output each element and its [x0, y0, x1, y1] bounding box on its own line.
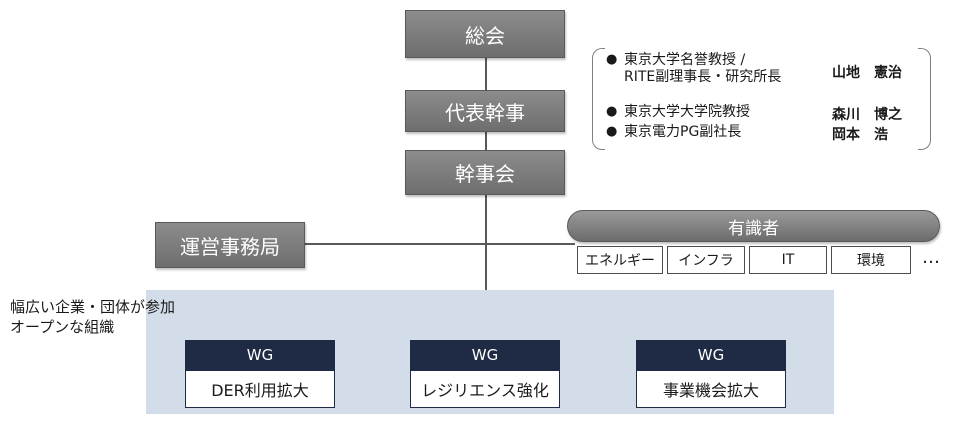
experts-more-ellipsis: … [922, 247, 940, 268]
member-3-role: 東京電力PG副社長 [624, 124, 742, 140]
member-2-role: 東京大学大学院教授 [624, 104, 750, 120]
member-1-name: 山地 憲治 [832, 65, 902, 81]
member-3-bullet: ● [606, 124, 618, 139]
secretariat-box: 運営事務局 [155, 222, 305, 268]
members-left-brace [592, 48, 605, 150]
participation-note: 幅広い企業・団体が参加 オープンな組織 [10, 298, 176, 336]
member-2-name: 森川 博之 [832, 107, 902, 123]
working-group-1: WG DER利用拡大 [185, 340, 335, 408]
member-2: ● 東京大学大学院教授 森川 博之 [606, 104, 916, 124]
general-meeting-box: 総会 [405, 10, 565, 58]
wg-3-label: WG [636, 340, 786, 370]
member-3: ● 東京電力PG副社長 岡本 浩 [606, 124, 916, 144]
board-box: 幹事会 [405, 150, 565, 195]
members-right-brace [918, 48, 931, 150]
expert-field-energy: エネルギー [577, 246, 663, 274]
member-1: ● 東京大学名誉教授 / RITE副理事長・研究所長 山地 憲治 [606, 52, 916, 88]
working-group-3: WG 事業機会拡大 [636, 340, 786, 408]
wg-1-label: WG [185, 340, 335, 370]
representative-secretary-box: 代表幹事 [405, 90, 565, 132]
expert-field-infrastructure: インフラ [667, 246, 745, 274]
wg-3-name: 事業機会拡大 [636, 370, 786, 408]
expert-field-it: IT [749, 246, 827, 274]
member-3-name: 岡本 浩 [832, 127, 888, 143]
member-2-bullet: ● [606, 104, 618, 119]
working-group-2: WG レジリエンス強化 [410, 340, 560, 408]
wg-2-label: WG [410, 340, 560, 370]
experts-header: 有識者 [567, 210, 940, 242]
wg-1-name: DER利用拡大 [185, 370, 335, 408]
connector-horizontal-secretariat-experts [305, 243, 575, 245]
wg-2-name: レジリエンス強化 [410, 370, 560, 408]
member-1-role: 東京大学名誉教授 / RITE副理事長・研究所長 [624, 52, 782, 85]
expert-field-environment: 環境 [831, 246, 911, 274]
member-1-bullet: ● [606, 52, 618, 67]
